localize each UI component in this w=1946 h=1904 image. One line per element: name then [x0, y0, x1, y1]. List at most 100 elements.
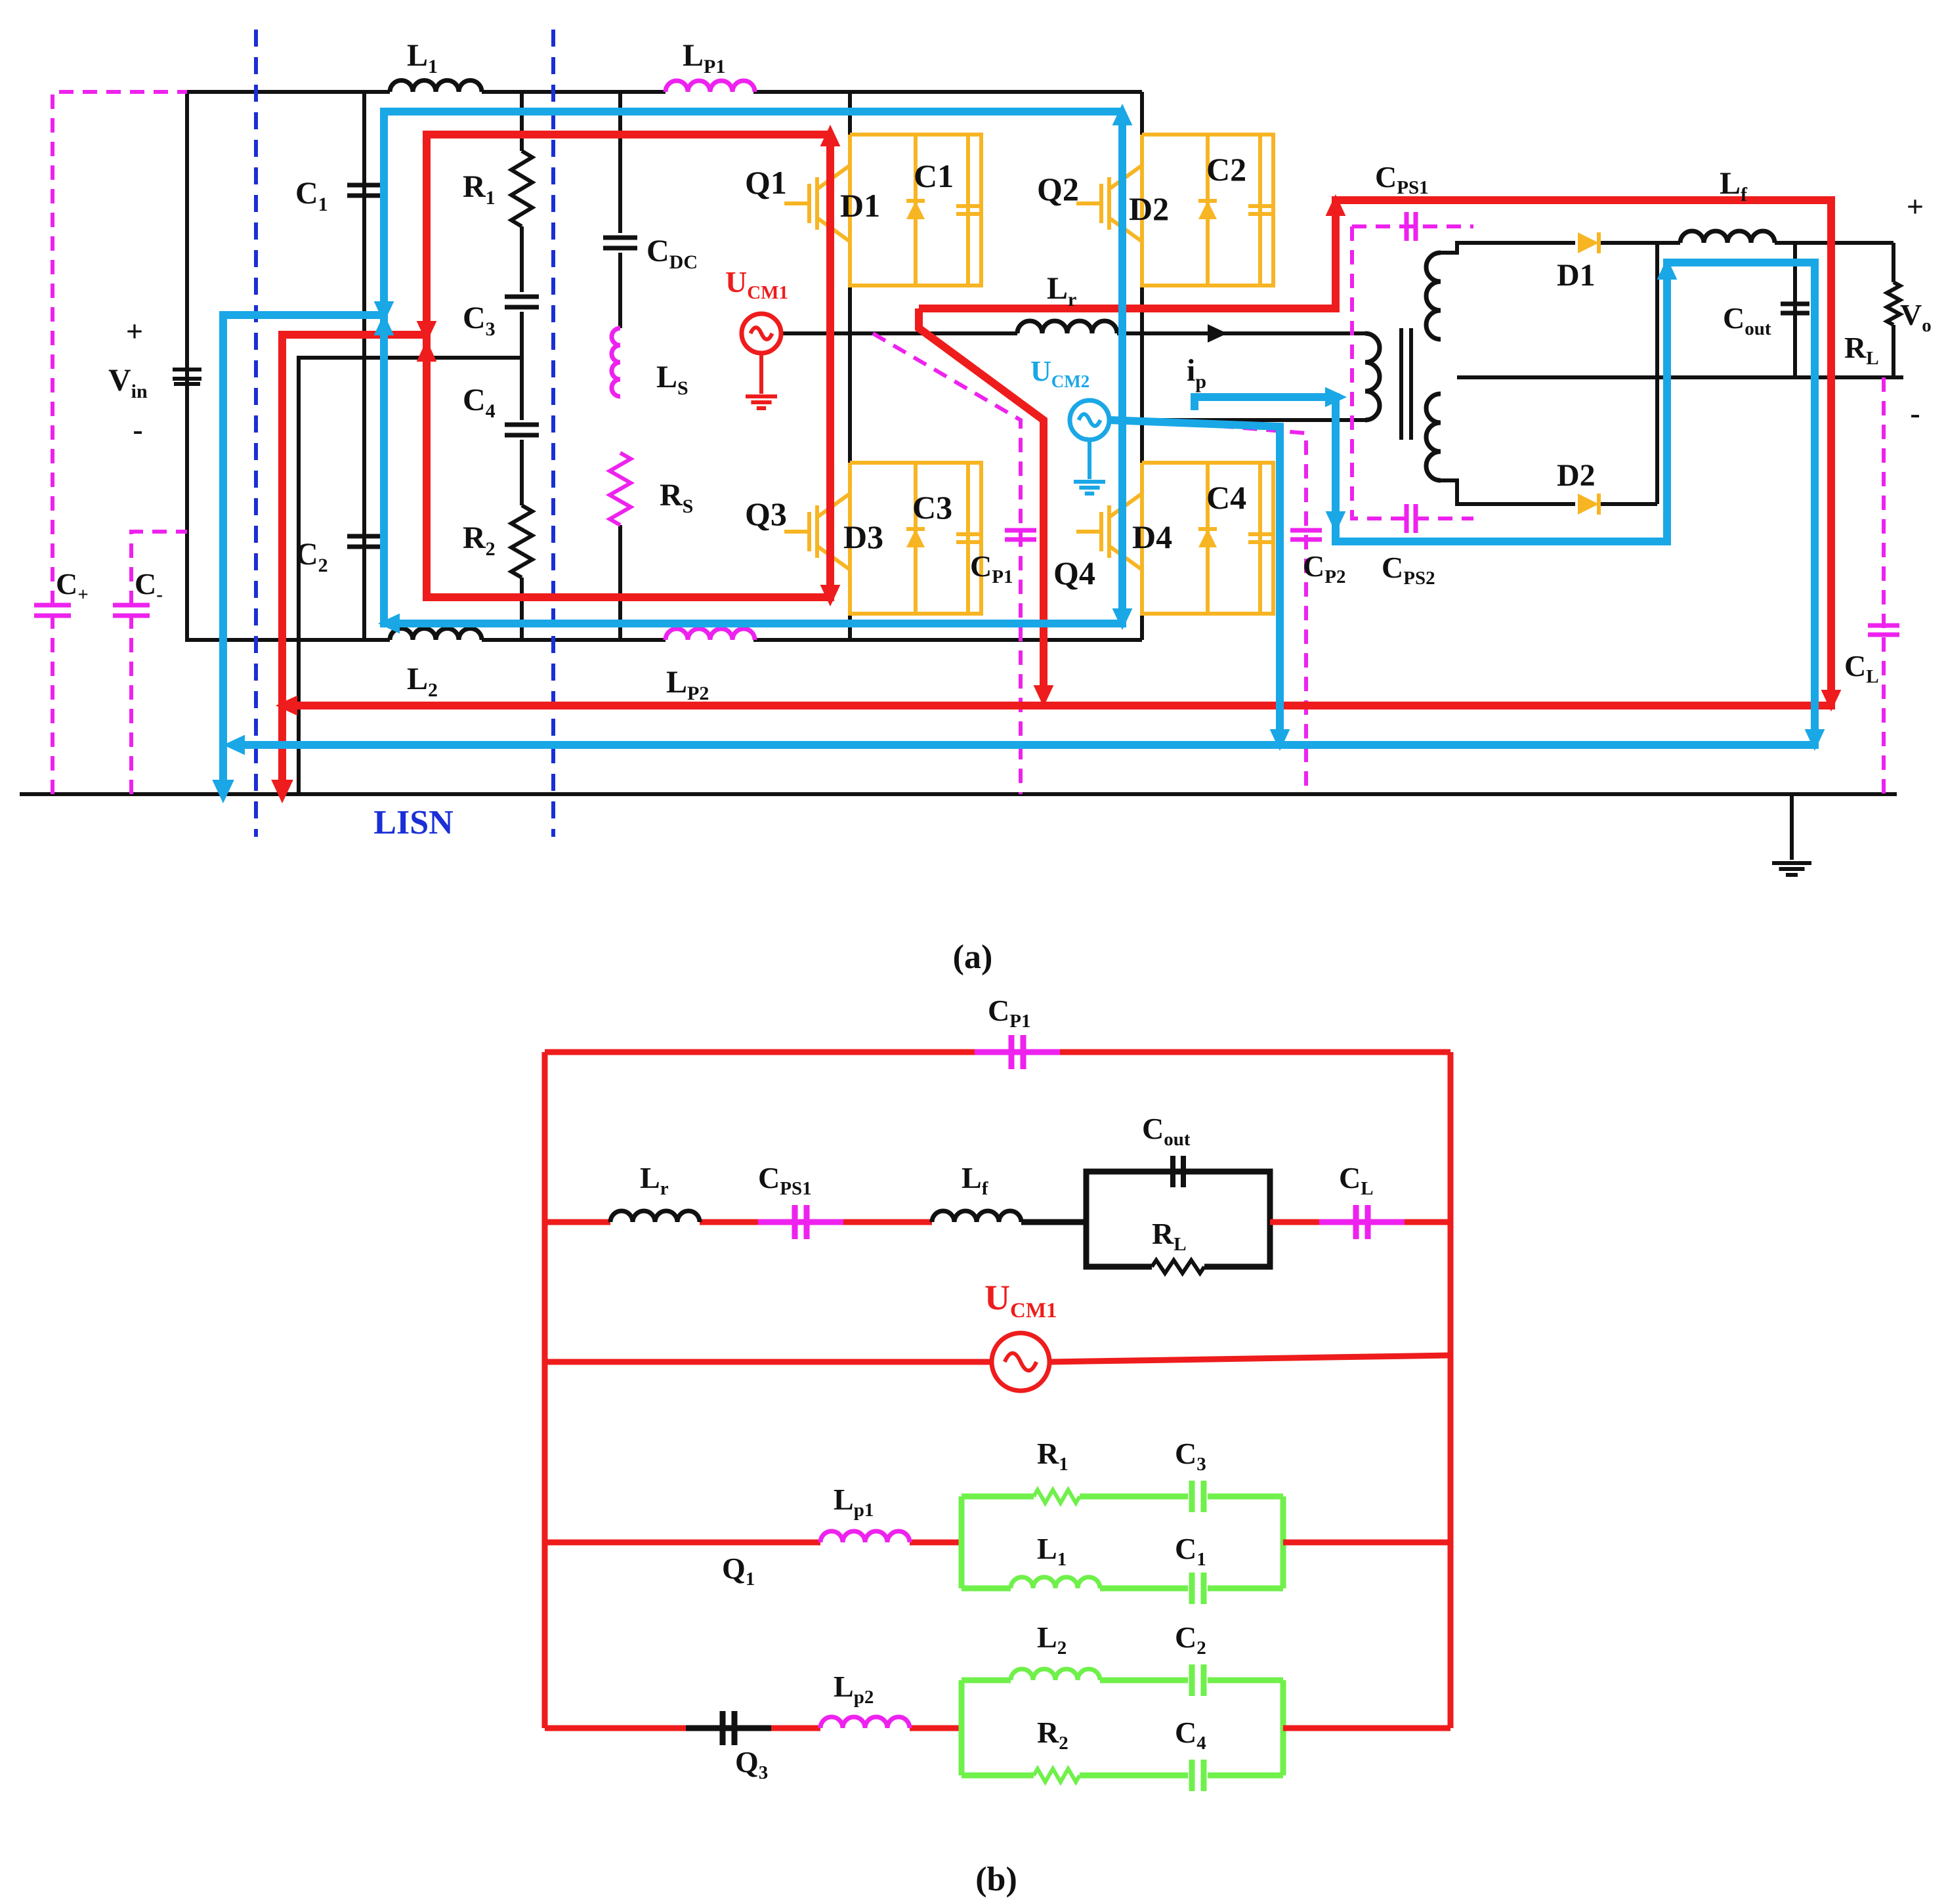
- b-label-lp2: Lp2: [834, 1670, 874, 1708]
- label-cps2-sub: PS2: [1403, 568, 1435, 589]
- b-label-c2: C2: [1175, 1620, 1206, 1659]
- red-path-output: [286, 196, 1835, 709]
- b-label-ucm1-sub: CM1: [1010, 1299, 1057, 1322]
- b-cap-cl: [1353, 1205, 1371, 1239]
- ip-arrow: [1208, 324, 1227, 343]
- b-label-c4-sub: 4: [1196, 1733, 1206, 1754]
- row-ucm1: [1049, 1352, 1451, 1365]
- parasitic-c-plus: [51, 90, 187, 794]
- label-cps2: CPS2: [1382, 551, 1435, 589]
- panel-a-components: [34, 78, 1905, 877]
- b-cap-c2: [1189, 1664, 1207, 1696]
- b-label-c2-sub: 2: [1196, 1638, 1206, 1659]
- blue-return-left: [219, 311, 384, 784]
- ucm1-ground-icon: [746, 394, 777, 410]
- label-cp1-sub: P1: [992, 566, 1013, 587]
- b-label-lr-sub: r: [660, 1178, 669, 1199]
- inductor-lr: [1015, 318, 1120, 334]
- b-label-r2-sub: 2: [1059, 1733, 1068, 1754]
- label-lf-sub: f: [1741, 184, 1748, 205]
- label-cp2: CP2: [1303, 549, 1345, 587]
- label-q3: Q3: [745, 496, 787, 532]
- label-c1-sub: 1: [318, 194, 328, 215]
- sine-glyph: [1076, 412, 1103, 428]
- label-cdc: CDC: [646, 234, 698, 273]
- label-c3: C3: [463, 301, 496, 340]
- label-c2-sub: 2: [318, 555, 328, 576]
- chassis-ground-icon: [1772, 861, 1811, 877]
- switch-diode: [906, 199, 925, 219]
- red-arrow: [1325, 194, 1346, 216]
- vin-minus-sign: -: [133, 413, 142, 446]
- label-c4-sub: 4: [486, 400, 496, 422]
- b-label-c4: C4: [1175, 1716, 1206, 1754]
- red-arrow: [271, 780, 293, 803]
- b-cap-c3: [1189, 1481, 1207, 1512]
- red-cm-current-path: [271, 125, 1842, 803]
- b-inductor-lp1: [818, 1529, 912, 1543]
- switch-box: [848, 461, 983, 616]
- b-label-r2: R2: [1037, 1716, 1068, 1754]
- label-c3-sub: 3: [486, 318, 496, 340]
- switch-diode: [906, 527, 925, 547]
- inductor-l1: [387, 78, 484, 93]
- label-cl: CL: [1844, 649, 1879, 687]
- switch-diode: [1198, 199, 1217, 219]
- b-label-lf-sub: f: [982, 1178, 988, 1199]
- cap-cdc: [603, 235, 637, 251]
- b-label-rl-sub: L: [1174, 1234, 1186, 1255]
- b-cap-c4: [1189, 1760, 1207, 1791]
- label-d3: D3: [843, 518, 883, 555]
- red-path-cp1: [915, 308, 1047, 696]
- resistor-rl: [1882, 280, 1905, 327]
- caption-a: (a): [953, 939, 993, 976]
- blue-arrow: [378, 613, 400, 634]
- cap-cps1: [1404, 212, 1418, 241]
- label-rs: RS: [660, 478, 693, 517]
- label-lp2-sub: P2: [687, 683, 709, 704]
- cap-cout: [1781, 301, 1809, 316]
- blue-arrow: [1269, 729, 1290, 751]
- parasitic-cps-link: [1350, 226, 1473, 520]
- label-r1-sub: 1: [486, 187, 496, 209]
- blue-arrow: [1325, 387, 1347, 408]
- b-label-lp2-sub: p2: [854, 1687, 874, 1708]
- label-lp1: LP1: [683, 38, 725, 77]
- secondary-bottom-wire: [1441, 478, 1575, 506]
- b-label-l2: L2: [1037, 1620, 1067, 1659]
- inductor-ls: [609, 326, 621, 399]
- label-d1: D1: [840, 187, 880, 224]
- secondary-top-wire: [1441, 241, 1575, 255]
- sine-glyph: [748, 326, 774, 341]
- lisn-label: LISN: [373, 804, 453, 841]
- label-ip-sub: p: [1195, 371, 1206, 392]
- red-arrow: [416, 340, 437, 362]
- igbt-q3: [784, 479, 852, 584]
- black-wiring: [20, 90, 1903, 860]
- label-l1-sub: 1: [428, 56, 438, 77]
- caption-b: (b): [975, 1861, 1017, 1898]
- inductor-lp1: [663, 78, 757, 93]
- b-label-lr: Lr: [640, 1161, 669, 1199]
- b-inductor-lp2: [818, 1714, 912, 1729]
- resistor-r1: [507, 149, 536, 228]
- b-resistor-r2: [1032, 1765, 1082, 1786]
- vo-plus-sign: +: [1907, 190, 1924, 223]
- b-label-cp1-sub: P1: [1009, 1011, 1030, 1032]
- blue-arrow: [1804, 729, 1825, 751]
- vin-plus-sign: +: [126, 314, 143, 348]
- b-cap-q3: [719, 1711, 738, 1745]
- label-vin-sub: in: [131, 381, 148, 402]
- label-output-d2: D2: [1557, 458, 1596, 493]
- label-ls-sub: S: [677, 377, 688, 399]
- label-cp2-sub: P2: [1324, 566, 1345, 587]
- label-q4: Q4: [1053, 555, 1095, 591]
- label-q2: Q2: [1037, 171, 1079, 207]
- label-ip: ip: [1187, 353, 1206, 392]
- label-c-minus-sub: -: [156, 584, 163, 605]
- blue-arrow: [1112, 608, 1133, 630]
- red-loop-bridge: [423, 131, 834, 601]
